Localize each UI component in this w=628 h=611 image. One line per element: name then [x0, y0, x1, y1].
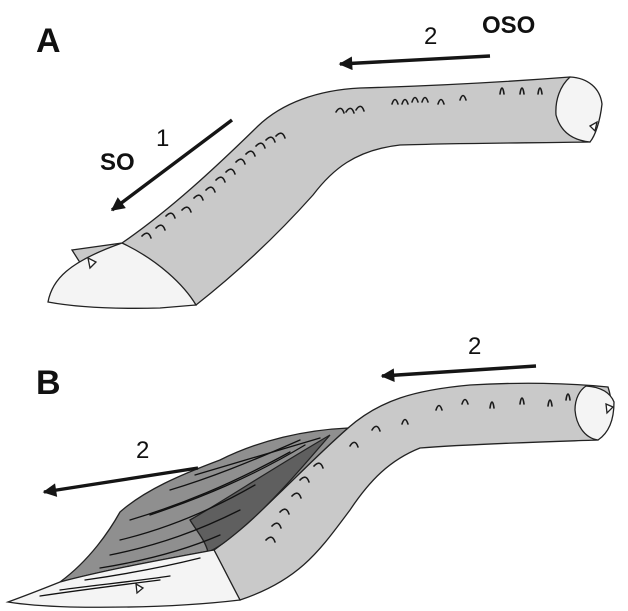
panel-b-arrow-2-lower-number: 2 — [136, 437, 149, 464]
panel-a-arrow-2-number: 2 — [424, 23, 437, 50]
panel-a: A — [36, 12, 602, 308]
panel-b-label: B — [36, 364, 61, 402]
panel-a-arrow-2 — [340, 56, 490, 64]
panel-a-arrow-1-number: 1 — [156, 125, 169, 152]
panel-a-label: A — [36, 22, 61, 60]
panel-b-arrow-2-upper-number: 2 — [468, 333, 481, 360]
panel-b-arrow-2-upper — [382, 366, 536, 376]
panel-a-arrow-2-direction: OSO — [482, 12, 535, 39]
panel-a-arrow-1-direction: SO — [100, 149, 135, 176]
panel-b: B — [8, 333, 614, 607]
